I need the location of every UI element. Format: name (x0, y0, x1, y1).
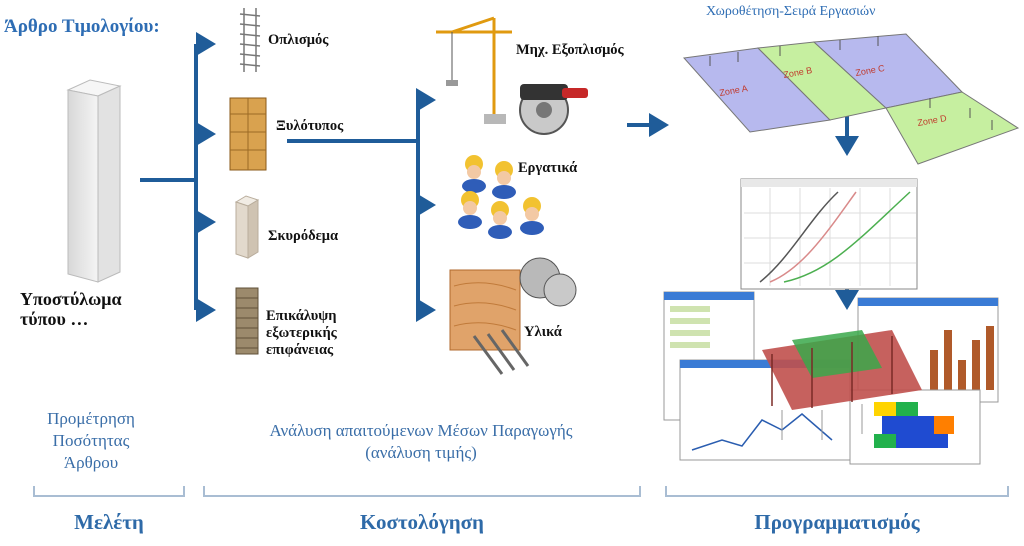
resource-label-materials: Υλικά (524, 324, 562, 341)
component-label-cladding: Επικάλυψη εξωτερικής επιφάνειας (266, 308, 337, 359)
scheduling-title: Χωροθέτηση-Σειρά Εργασιών (706, 4, 876, 19)
column-icon (66, 79, 122, 283)
resource-text: Μηχ. Εξοπλισμός (516, 42, 624, 58)
zone-label-b: Zone B (783, 65, 813, 80)
description-line: (ανάλυση τιμής) (365, 443, 477, 462)
component-label-concrete: Σκυρόδεμα (268, 228, 338, 245)
phase-study: Μελέτη (74, 510, 144, 534)
description-line: Προμέτρηση (47, 409, 135, 428)
zone-label-a: Zone A (719, 83, 749, 98)
resource-text: Υλικά (524, 324, 562, 340)
materials-icon (449, 257, 577, 375)
resource-label-equipment: Μηχ. Εξοπλισμός (516, 42, 624, 59)
bracket-scheduling (665, 486, 1009, 497)
column-label-line1: Υποστύλωμα (20, 289, 122, 309)
phase-costing: Κοστολόγηση (360, 510, 484, 534)
component-label-formwork: Ξυλότυπος (276, 118, 343, 135)
schedule-collage (663, 291, 999, 465)
formwork-icon (229, 97, 267, 171)
component-text: Σκυρόδεμα (268, 228, 339, 244)
component-text: Επικάλυψη (266, 308, 337, 324)
column-label-line2: τύπου … (20, 309, 89, 329)
quantity-description: Προμέτρηση Ποσότητας Άρθρου (36, 408, 146, 474)
article-title: Άρθρο Τιμολογίου: (4, 16, 160, 37)
resource-text: Εργατικά (518, 160, 578, 176)
analysis-description: Ανάλυση απαιτούμενων Μέσων Παραγωγής (αν… (206, 420, 636, 464)
component-text: Ξυλότυπος (276, 118, 344, 134)
concrete-icon (234, 195, 260, 259)
bracket-study (33, 486, 185, 497)
rebar-icon (239, 8, 261, 72)
description-line: Ανάλυση απαιτούμενων Μέσων Παραγωγής (269, 421, 573, 440)
description-line: Ποσότητας (52, 431, 130, 450)
cladding-icon (235, 287, 259, 355)
component-text: εξωτερικής (266, 325, 337, 341)
resource-label-labor: Εργατικά (518, 160, 577, 177)
phase-scheduling: Προγραμματισμός (754, 510, 920, 534)
description-line: Άρθρου (63, 453, 119, 472)
crane-saw-icon (436, 16, 588, 135)
s-curve-chart (740, 178, 918, 290)
workers-icon (458, 155, 544, 239)
bracket-costing (203, 486, 641, 497)
component-text: Οπλισμός (268, 32, 329, 48)
zone-floorplan: Zone A Zone B Zone C Zone D (683, 33, 1020, 165)
component-text: επιφάνειας (266, 342, 334, 358)
component-label-rebar: Οπλισμός (268, 32, 328, 49)
column-label: Υποστύλωμα τύπου … (20, 289, 122, 329)
